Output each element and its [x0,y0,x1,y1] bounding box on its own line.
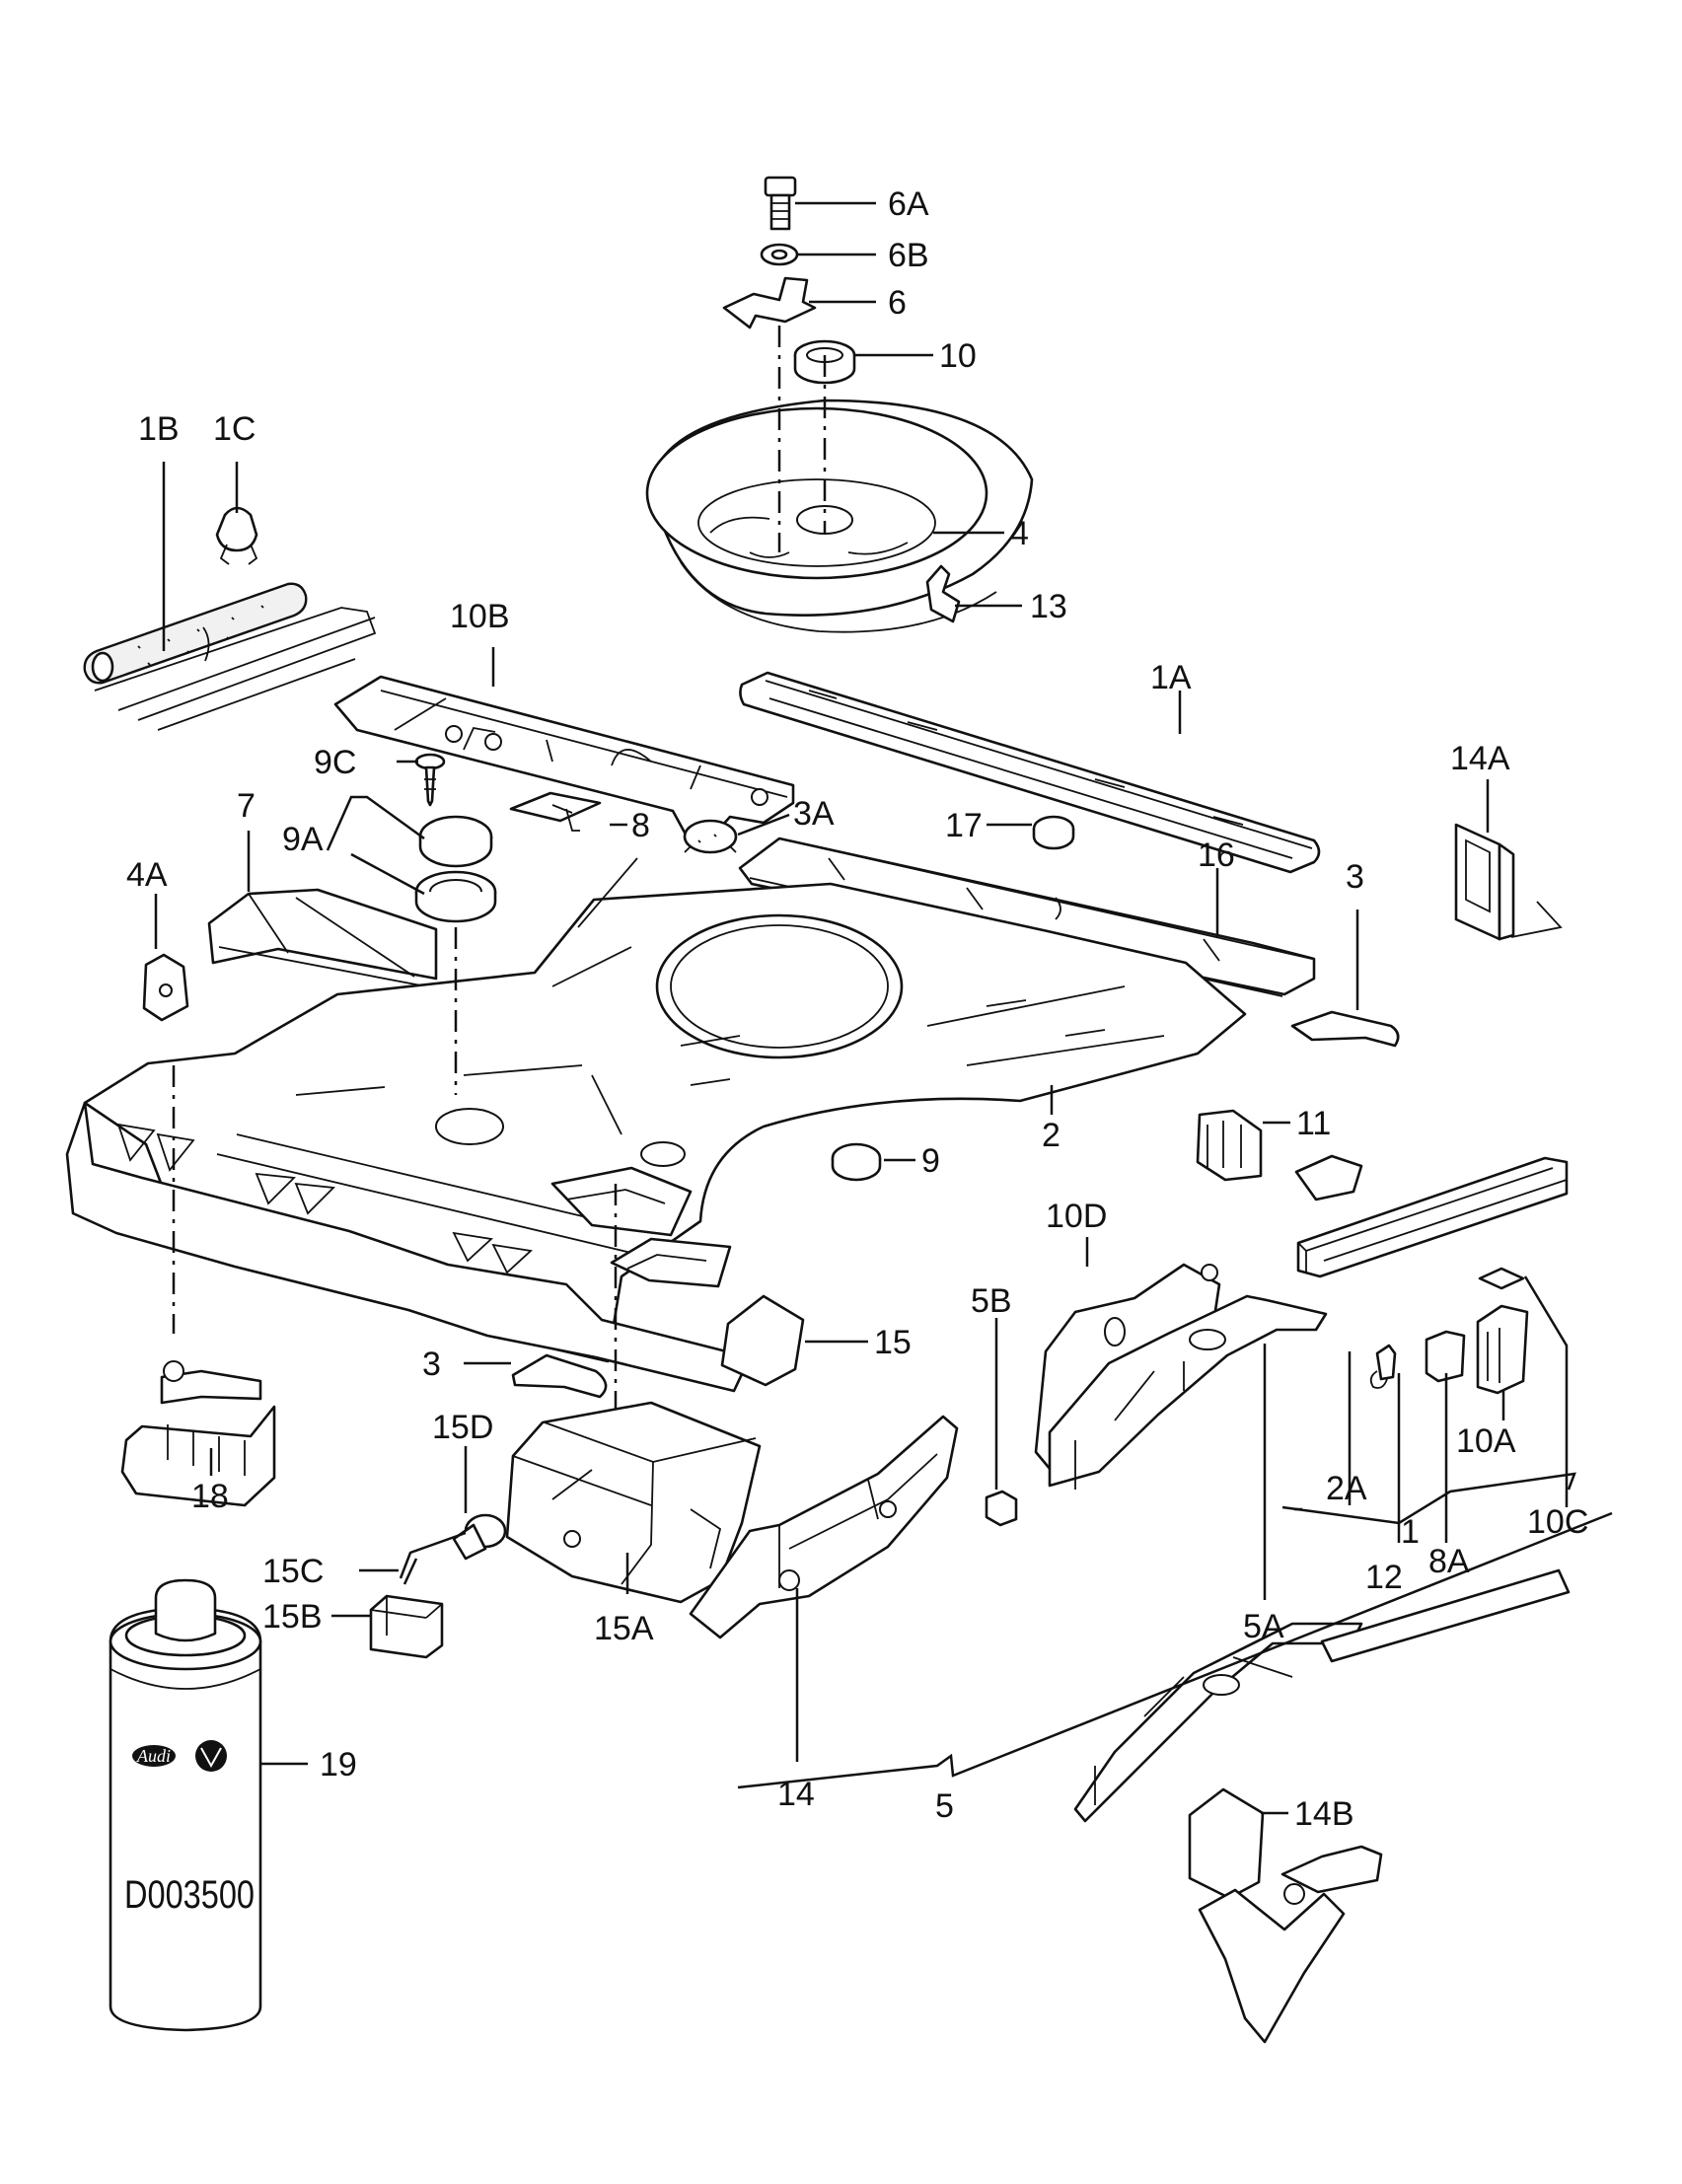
bracket-15 [720,1294,805,1387]
bracket-6 [722,276,817,329]
callout-7: 7 [237,787,256,825]
callout-8A: 8A [1428,1543,1470,1580]
callout-19: 19 [320,1746,357,1784]
callout-2A: 2A [1326,1470,1367,1507]
callout-10A: 10A [1456,1422,1516,1460]
floor-pan-2 [65,857,1247,1393]
callout-15: 15 [874,1324,912,1361]
vw-logo [195,1740,227,1772]
callout-9A: 9A [282,821,324,858]
can-part-code: D003500 [124,1873,255,1917]
callout-15B: 15B [262,1598,323,1636]
rail-1B [94,607,377,731]
clip-13 [925,564,961,623]
rod-15C [399,1531,467,1585]
callout-5B: 5B [971,1282,1012,1320]
floor-rail-1 [1296,1156,1569,1278]
grommet-9A [414,870,497,923]
seal-strip-1B [83,582,308,685]
callout-14B: 14B [1294,1795,1354,1833]
bracket-10A [1476,1304,1529,1395]
callout-15D: 15D [432,1409,493,1446]
bracket-10-small [1294,1154,1363,1201]
callout-6B: 6B [888,237,929,274]
grommet-17 [1032,815,1075,850]
callout-14: 14 [777,1776,815,1813]
callout-5: 5 [935,1787,954,1825]
audi-logo [132,1745,176,1767]
bracket-14B [1188,1787,1383,2044]
wheelhouse-14 [689,1415,959,1639]
bracket-14A [1454,823,1563,941]
callout-12: 12 [1365,1559,1403,1596]
callout-17: 17 [945,807,983,844]
bracket-3-left [511,1353,608,1399]
audi-logo-text: Audi [136,1746,171,1766]
rear-rail-5 [1073,1568,1571,1823]
callout-14A: 14A [1450,740,1510,777]
plug-9 [831,1142,882,1182]
bolt-6A [764,176,797,231]
plug-9A-top [418,815,493,868]
callout-9: 9 [921,1142,940,1180]
bracket-3-right [1290,1010,1400,1048]
bracket-18 [120,1360,276,1507]
callout-2: 2 [1042,1117,1060,1154]
crossmember-10B [333,675,795,837]
callout-10C: 10C [1527,1503,1588,1541]
nut-5B [985,1490,1018,1527]
callout-labels: 6A 6B 6 10 4 13 1B 1C 10B 1A 14A 9C 9A 8… [126,185,1588,1833]
callout-9C: 9C [314,744,356,781]
bracket-11 [1196,1109,1263,1182]
plate-10C [1478,1267,1525,1290]
bracket-4A [142,953,189,1022]
clip-1C [215,506,258,565]
knob-15D [452,1513,507,1561]
callout-10: 10 [939,337,977,375]
rail-1A [739,671,1321,874]
callout-4A: 4A [126,856,168,894]
callout-13: 13 [1030,588,1067,625]
rear-rail-5A [1048,1294,1328,1490]
callout-11: 11 [1296,1105,1331,1142]
callout-4: 4 [1010,515,1029,552]
callout-15A: 15A [594,1610,654,1647]
screw-9C [414,753,446,807]
callout-1C: 1C [213,410,256,448]
callout-6A: 6A [888,185,929,223]
spare-wheel-well-4 [645,399,1034,633]
block-15B [369,1594,444,1659]
bracket-8 [509,791,602,832]
callout-18: 18 [191,1478,229,1515]
callout-1A: 1A [1150,659,1192,696]
callout-5A: 5A [1243,1608,1284,1645]
callout-3-left: 3 [422,1346,441,1383]
clip-12 [1369,1344,1397,1389]
callout-10B: 10B [450,598,510,635]
washer-6B [760,243,799,266]
callout-3A: 3A [793,795,835,833]
plate-8A [1425,1330,1466,1383]
callout-16: 16 [1198,837,1235,874]
panel-7 [207,888,438,987]
jack-holder-15A [505,1401,762,1604]
callout-15C: 15C [262,1553,324,1590]
callout-6: 6 [888,284,907,322]
plug-3A [683,819,738,854]
callout-1: 1 [1401,1513,1420,1551]
leader-lines [154,201,1613,1815]
callout-1B: 1B [138,410,180,448]
callout-10D: 10D [1046,1198,1107,1235]
spray-can-19 [109,1578,262,2032]
callout-3-right: 3 [1346,858,1364,896]
callout-8: 8 [631,807,650,844]
